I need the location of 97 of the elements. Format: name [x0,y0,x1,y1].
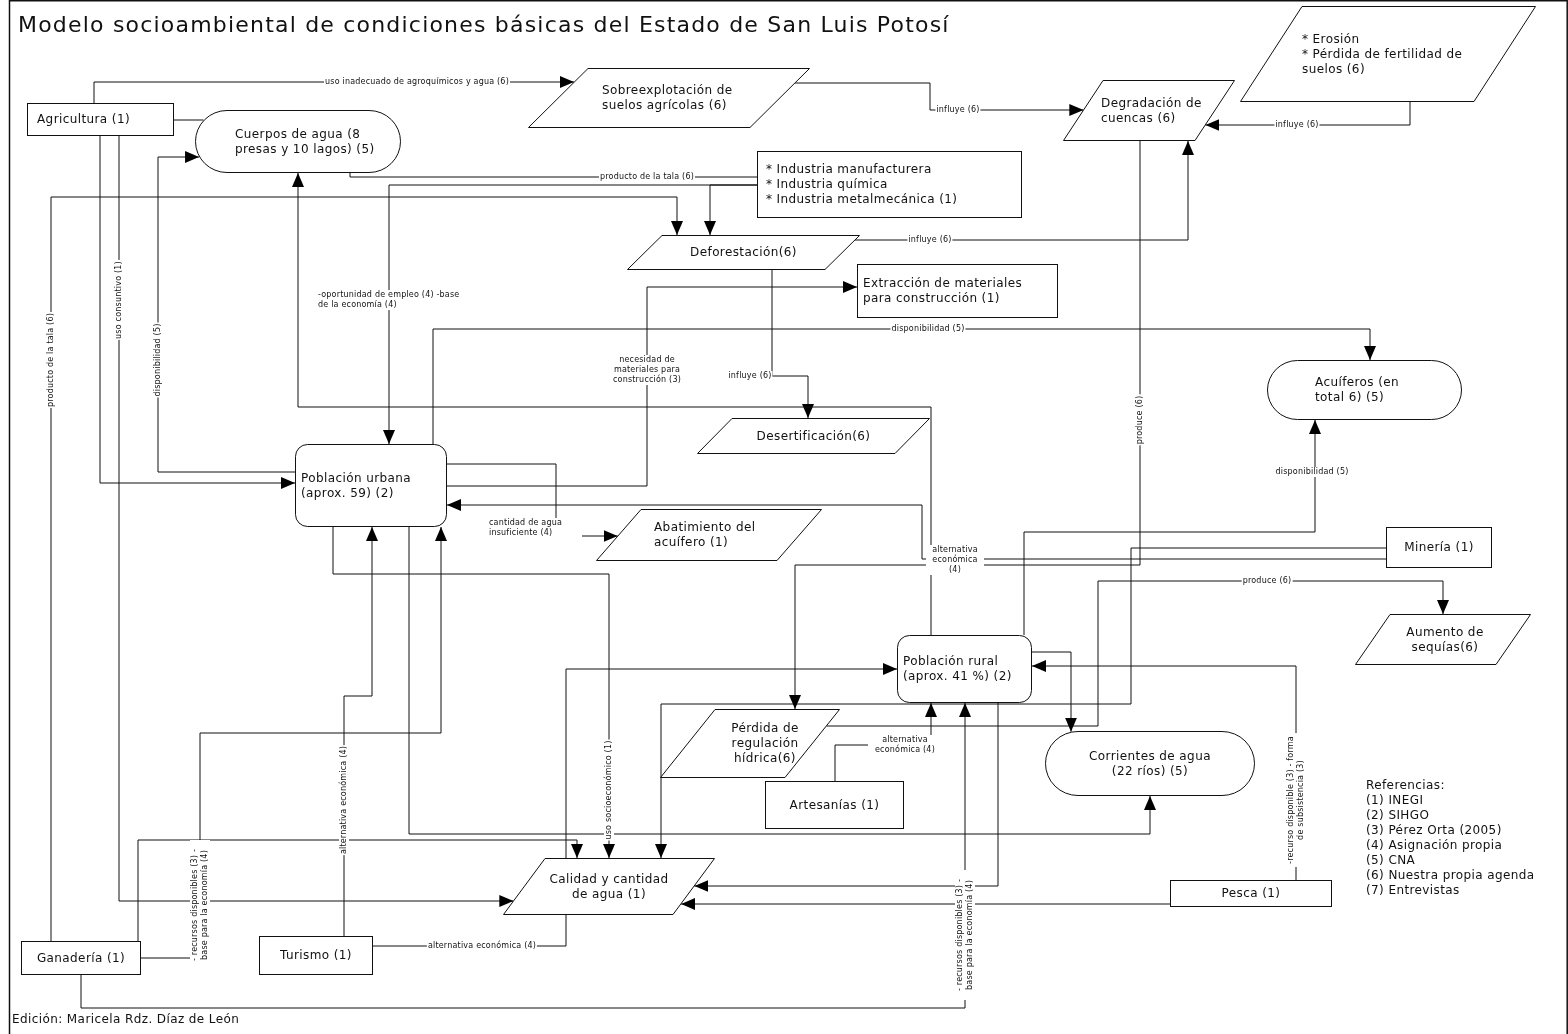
node-label: * Erosión [1302,31,1361,47]
data-parallelogram [528,68,810,128]
arrow [1031,651,1077,733]
arrow [432,328,1376,445]
arrow [1023,419,1321,636]
process-box [1170,880,1332,907]
reference-note: (4) Asignación propia [1366,838,1503,852]
edge-label: cantidad de agua insuficiente (4) [488,518,582,538]
node-label: * Pérdida de fertilidad de suelos (6) [1302,46,1464,77]
node-label: Ganadería (1) [35,950,127,966]
node-label: Cuerpos de agua (8 presas y 10 lagos) (5) [235,126,376,157]
edge-label: produce (6) [1241,576,1293,586]
arrow [118,135,514,907]
edge-label: producto de la tala (6) [46,311,56,409]
edge-label: influye (6) [935,105,981,115]
edge-label: influye (6) [1274,120,1320,130]
edge-label: influye (6) [907,235,953,245]
arrow [854,140,1194,241]
reference-note: (3) Pérez Orta (2005) [1366,823,1502,837]
reference-note: (1) INEGI [1366,793,1424,807]
arrow [680,898,1171,910]
node-label: Calidad y cantidad de agua (1) [548,871,670,902]
node-label: Población rural (aprox. 41 %) (2) [903,654,1013,684]
node-label: Corrientes de agua (22 ríos) (5) [1088,748,1212,779]
arrow [408,526,1156,835]
arrow [80,702,971,1009]
edge-label: produce (6) [1135,394,1145,446]
reference-note: (6) Nuestra propia agenda [1366,868,1535,882]
node-label: Deforestación(6) [689,245,798,260]
data-parallelogram [1063,80,1235,141]
edge-label: alternativa económica (4) [926,545,984,575]
edge-label: uso socioeconómico (1) [604,739,614,841]
arrow [565,663,898,859]
reference-note: (5) CNA [1366,853,1416,867]
arrow [99,135,296,489]
data-parallelogram [596,509,822,561]
edge-label: producto de la tala (6) [598,172,696,182]
node-label: Degradación de cuencas (6) [1101,95,1203,126]
node-label: * Industria manufacturera [766,162,933,177]
arrow [655,547,1387,859]
process-box [757,151,1022,218]
node-label: Pérdida de regulación hídrica(6) [730,721,800,766]
rounded-box [897,635,1032,703]
edge-label: -recurso disponible (3) - forma de subsistencia (3) [1286,733,1306,867]
arrow [50,196,683,942]
process-box [857,264,1058,318]
edge-label: alternativa económica (4) [339,744,349,856]
process-box [21,941,141,975]
data-parallelogram [660,709,840,778]
process-box [1386,527,1492,568]
arrow [292,172,932,636]
node-label: Turismo (1) [279,948,353,963]
data-parallelogram [1240,6,1536,102]
reference-note: (7) Entrevistas [1366,883,1460,897]
node-label: Sobreexplotación de suelos agrícolas (6) [602,83,734,113]
node-label: * Industria metalmecánica (1) [766,192,959,207]
node-label: Pesca (1) [1220,886,1282,901]
edge-label: disponibilidad (5) [153,322,163,398]
node-label: Agricultura (1) [37,112,132,127]
data-parallelogram [503,858,715,915]
process-box [259,936,373,975]
node-label: Acuíferos (en total 6) (5) [1315,375,1401,405]
edge-label: uso inadecuado de agroquímicos y agua (6) [324,77,510,87]
node-label: * Industria química [766,177,889,192]
edge-label: - recursos disponibles (3) - base para la economía (4) [955,870,975,1000]
process-box [27,103,174,136]
node-label: Abatimiento del acuífero (1) [654,520,757,550]
node-label: Artesanías (1) [788,797,881,813]
arrow [137,839,583,942]
reference-note: Referencias: [1366,778,1445,792]
credit-note: Edición: Maricela Rdz. Díaz de León [12,1012,240,1026]
node-label: Extracción de materiales para construcción (1) [863,276,1024,306]
data-parallelogram [627,235,860,270]
edge-label: uso consuntivo (1) [114,260,124,340]
arrow [771,269,814,419]
data-parallelogram [1355,614,1531,665]
arrow [825,580,1449,727]
diagram-title: Modelo socioambiental de condiciones básicas del Estado de San Luis Potosí [18,12,950,37]
node-label: Población urbana (aprox. 59) (2) [301,470,413,501]
node-label: Minería (1) [1403,540,1475,555]
edge-label: disponibilidad (5) [890,324,966,334]
node-label: Desertificación(6) [755,428,872,444]
arrow [383,184,758,445]
arrow [693,702,999,892]
data-parallelogram [697,418,930,454]
edge-label: influye (6) [727,371,773,381]
edge-label: disponibilidad (5) [1274,467,1350,477]
terminal-shape [195,110,401,173]
arrow [446,281,858,487]
edge-label: -oportunidad de empleo (4) -base de la economía (4) [317,290,461,310]
arrow [446,499,1387,560]
process-box [765,781,904,829]
edge-label: alternativa económica (4) [426,941,538,951]
node-label: Aumento de sequías(6) [1405,624,1485,655]
reference-note: (2) SIHGO [1366,808,1430,822]
connector-line [173,119,204,121]
rounded-box [295,444,447,527]
